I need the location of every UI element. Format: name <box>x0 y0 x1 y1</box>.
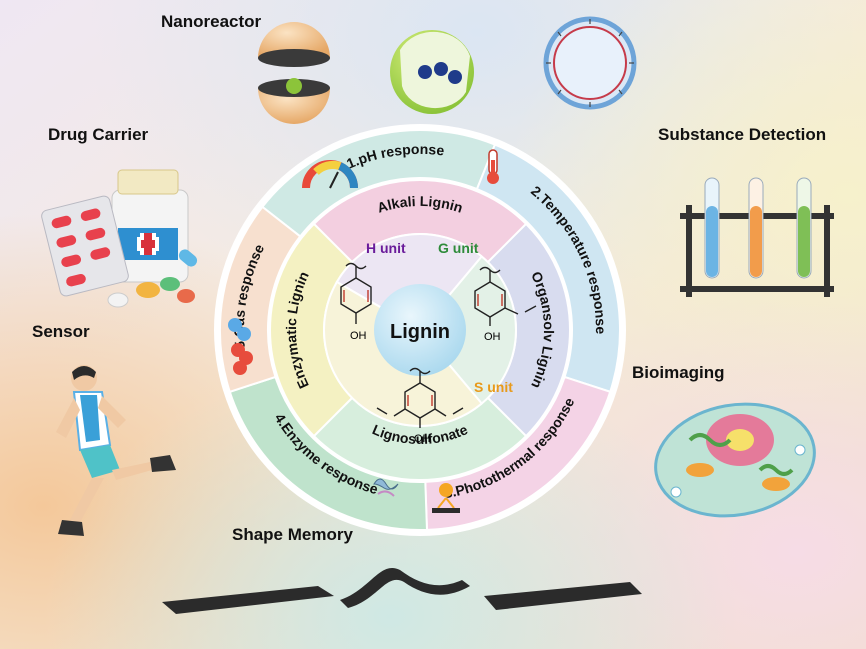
drug-carrier-pills-icon <box>41 169 198 308</box>
drug-carrier-label: Drug Carrier <box>48 125 149 144</box>
lignin-center-circle <box>374 284 466 376</box>
gas-molecules-icon <box>228 318 253 375</box>
nanoreactor-green-sphere-icon <box>390 30 474 114</box>
thermometer-icon <box>487 149 499 184</box>
nanoreactor-vesicle-icon <box>543 16 637 110</box>
h-unit-label: H unit <box>366 240 406 256</box>
substance-detection-label: Substance Detection <box>658 125 826 144</box>
ph-gauge-icon <box>302 160 359 189</box>
shape-memory-label: Shape Memory <box>232 525 353 544</box>
lignin-center-label: Lignin <box>390 321 450 343</box>
s-unit-label: S unit <box>474 379 513 395</box>
nanoreactor-opened-sphere-icon <box>258 22 330 124</box>
test-tubes-icon <box>680 177 834 297</box>
sun-photothermal-icon <box>432 483 460 513</box>
sensor-label: Sensor <box>32 322 90 341</box>
s-unit-oh-label: OH <box>414 433 431 445</box>
cell-icon <box>654 402 816 518</box>
enzyme-protein-icon <box>373 478 399 497</box>
shape-memory-strips-icon <box>162 567 642 614</box>
h-unit-structure-icon <box>340 262 372 324</box>
g-unit-structure-icon <box>474 266 537 326</box>
h-unit-oh-label: OH <box>350 330 367 342</box>
bioimaging-label: Bioimaging <box>632 363 725 382</box>
runner-icon <box>56 365 176 536</box>
g-unit-oh-label: OH <box>484 331 501 343</box>
s-unit-structure-icon <box>376 367 464 428</box>
nanoreactor-label: Nanoreactor <box>161 12 262 31</box>
g-unit-label: G unit <box>438 240 479 256</box>
